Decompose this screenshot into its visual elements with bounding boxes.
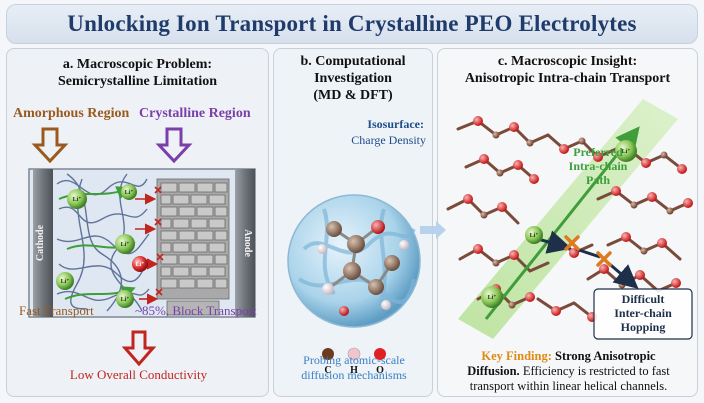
panel-a: a. Macroscopic Problem: Semicrystalline … [6, 48, 269, 397]
isosurface-value: Charge Density [351, 133, 426, 147]
li-ion-label: Li⁺ [125, 190, 134, 196]
atom-legend [322, 347, 386, 361]
panel-b-title-line1: b. Computational [300, 54, 406, 69]
key-finding-label: Key Finding: [481, 349, 552, 363]
li-ion-label: Li⁺ [530, 233, 539, 239]
legend-carbon-label: C [324, 365, 331, 376]
title-banner: Unlocking Ion Transport in Crystalline P… [6, 4, 698, 44]
preferred-line3: Path [586, 173, 610, 187]
legend-hydrogen-label: H [350, 365, 358, 376]
blocked-hop-x-icons [564, 235, 612, 267]
amorphous-arrow-icon [31, 127, 69, 164]
panel-c: c. Macroscopic Insight: Anisotropic Intr… [437, 48, 698, 397]
result-label: Low Overall Conductivity [69, 367, 208, 382]
li-ion-label: Li⁺ [136, 262, 145, 268]
difficult-label-box [593, 288, 693, 340]
md-dft-sphere: C H O [287, 194, 421, 376]
cathode-electrode [33, 169, 53, 317]
li-ion-label: Li⁺ [488, 295, 497, 301]
li-ion-label: Li⁺ [61, 279, 70, 285]
carbon-atoms [480, 131, 674, 309]
preferred-line2: Intra-chain [568, 159, 628, 173]
panel-c-title-line1: c. Macroscopic Insight: [497, 54, 638, 69]
legend-oxygen-icon [374, 348, 386, 360]
legend-carbon-icon [322, 348, 334, 360]
difficult-line2: Inter-chain [614, 306, 672, 320]
panel-a-title-line1: a. Macroscopic Problem: [62, 57, 213, 72]
legend-hydrogen-icon [347, 347, 361, 361]
crystalline-bricks [156, 178, 230, 316]
crystalline-label: Crystalline Region [139, 106, 251, 121]
key-finding-line3: transport within linear helical channels… [469, 379, 668, 393]
key-finding-line2-rest: Efficiency is restricted to fast [522, 364, 670, 378]
li-ion-bottom [481, 286, 503, 308]
panel-a-illustration: Li⁺ Li⁺ Li⁺ Li⁺ Li⁺ Li⁺ Cathode Anode [28, 127, 256, 367]
cathode-label: Cathode [35, 224, 46, 261]
preferred-path-label: Preferred Intra-chain Path [558, 145, 638, 187]
preferred-line1: Preferred [573, 145, 623, 159]
anode-electrode [235, 169, 255, 317]
legend-oxygen-label: O [376, 365, 384, 376]
panel-a-title-line2: Semicrystalline Limitation [57, 74, 218, 89]
probe-line1: Probing atomic-scale [303, 353, 405, 367]
block-x-marks [154, 186, 164, 296]
isosurface-label: Isosurface: [367, 117, 424, 131]
panel-b: b. Computational Investigation (MD & DFT… [273, 48, 433, 397]
panel-b-title-line3: (MD & DFT) [313, 88, 393, 103]
figure-title: Unlocking Ion Transport in Crystalline P… [67, 11, 637, 36]
difficult-line1: Difficult [621, 292, 665, 306]
li-ion-label: Li⁺ [121, 297, 130, 303]
result-arrow-icon [121, 330, 157, 367]
panel-c-title-line2: Anisotropic Intra-chain Transport [464, 71, 671, 86]
crystalline-arrow-icon [155, 127, 193, 164]
li-ions [56, 184, 148, 308]
difficult-hopping-label: Difficult Inter-chain Hopping [594, 292, 692, 334]
li-ion-label: Li⁺ [121, 242, 130, 248]
panel-b-title-line2: Investigation [314, 71, 392, 86]
li-ion-top [615, 140, 637, 162]
probe-line2: diffusion mechanisms [301, 368, 407, 382]
anode-label: Anode [242, 229, 253, 257]
key-finding: Key Finding: Strong Anisotropic Diffusio… [438, 349, 697, 394]
li-ion-middle [525, 226, 543, 244]
li-ion-label: Li⁺ [622, 149, 631, 155]
li-ion-label: Li⁺ [73, 197, 82, 203]
panel-connector-arrow-icon [420, 221, 446, 239]
key-finding-line2-bold: Diffusion. [467, 364, 520, 378]
panel-c-illustration: Li⁺ Li⁺ Li⁺ [446, 99, 693, 340]
block-transport-label: ~85%, Block Transport [135, 303, 257, 318]
preferred-path-arrow [484, 126, 640, 320]
amorphous-label: Amorphous Region [13, 106, 130, 121]
key-finding-bold: Strong Anisotropic [555, 349, 656, 363]
oxygen-atoms [463, 116, 693, 322]
difficult-line3: Hopping [620, 320, 666, 334]
fast-transport-label: Fast Transport [19, 303, 94, 318]
